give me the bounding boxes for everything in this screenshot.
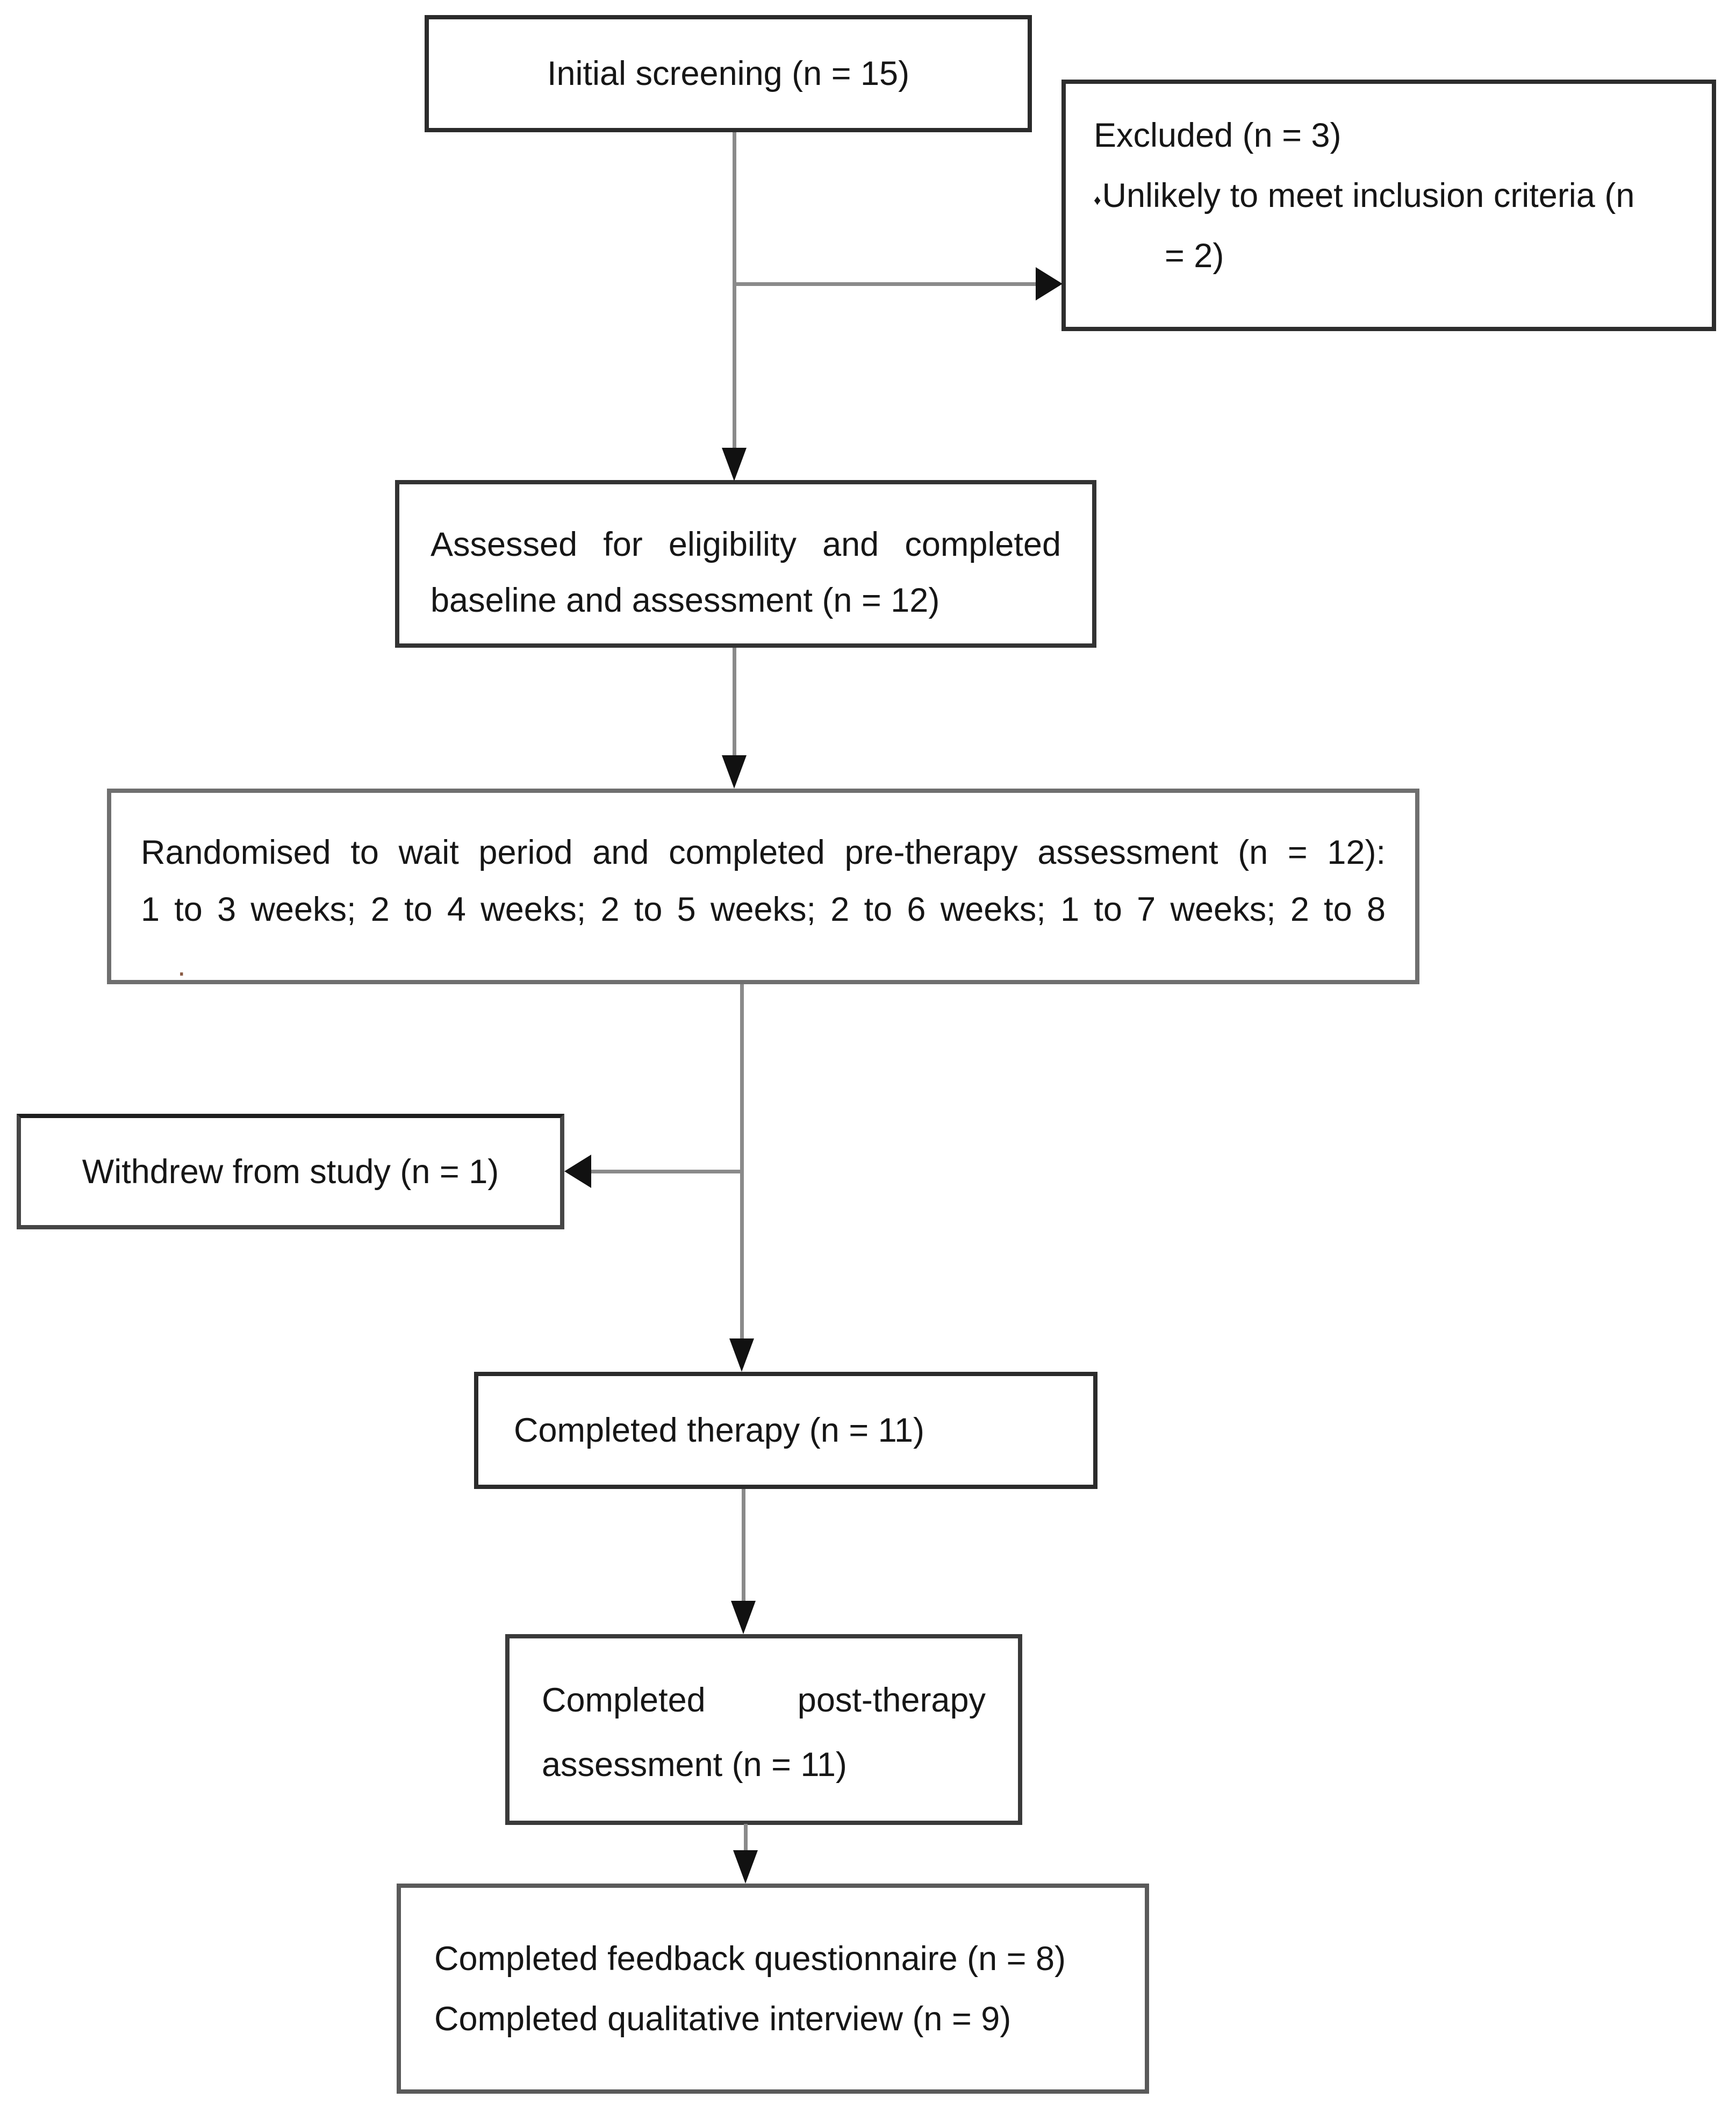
randomised-line1: Randomised to wait period and completed … (141, 834, 1386, 871)
stray-print-mark: . (177, 948, 186, 982)
connector-posttherapy-to-final (744, 1824, 748, 1851)
connector-branch-to-withdrew (590, 1170, 742, 1173)
connector-randomised-to-therapy (740, 984, 744, 1339)
box-initial-screening: Initial screening (n = 15) (425, 15, 1032, 132)
diamond-bullet-icon: ♦ (1094, 191, 1102, 208)
excluded-reason-text: Unlikely to meet inclusion criteria (n (1102, 177, 1635, 214)
arrowhead-down-icon (722, 755, 747, 789)
assessed-line1: Assessed for eligibility and completed (431, 526, 1061, 563)
box-assessed-eligibility: Assessed for eligibility and completed b… (395, 480, 1096, 648)
assessed-line2: baseline and assessment (n = 12) (431, 582, 940, 619)
post-therapy-line2: assessment (n = 11) (542, 1746, 847, 1784)
box-completed-therapy: Completed therapy (n = 11) (474, 1372, 1097, 1489)
connector-therapy-to-posttherapy (742, 1489, 745, 1602)
excluded-reason: ♦Unlikely to meet inclusion criteria (n (1094, 166, 1696, 226)
arrowhead-down-icon (733, 1850, 758, 1884)
arrowhead-right-icon (1036, 267, 1063, 300)
connector-assessed-to-randomised (733, 648, 736, 756)
post-therapy-line1: Completed post-therapy (542, 1681, 986, 1719)
feedback-questionnaire-label: Completed feedback questionnaire (n = 8) (434, 1939, 1066, 1978)
randomised-line2: 1 to 3 weeks; 2 to 4 weeks; 2 to 5 weeks… (141, 891, 1386, 928)
box-withdrew: Withdrew from study (n = 1) (17, 1114, 564, 1229)
connector-initial-to-assessed (733, 132, 736, 449)
excluded-title: Excluded (n = 3) (1094, 117, 1342, 154)
box-randomised-wait-period: Randomised to wait period and completed … (107, 789, 1419, 984)
arrowhead-down-icon (731, 1601, 756, 1634)
box-excluded: Excluded (n = 3) ♦Unlikely to meet inclu… (1061, 80, 1716, 331)
arrowhead-down-icon (722, 448, 747, 481)
box-post-therapy-assessment: Completed post-therapy assessment (n = 1… (505, 1634, 1022, 1825)
initial-screening-label: Initial screening (n = 15) (547, 55, 910, 92)
connector-branch-to-excluded (734, 282, 1042, 286)
arrowhead-down-icon (729, 1338, 754, 1372)
excluded-reason-wrap: = 2) (1165, 237, 1224, 275)
completed-therapy-label: Completed therapy (n = 11) (514, 1412, 924, 1449)
qualitative-interview-label: Completed qualitative interview (n = 9) (434, 2000, 1012, 2038)
arrowhead-left-icon (564, 1155, 591, 1188)
box-final-outcomes: Completed feedback questionnaire (n = 8)… (397, 1884, 1149, 2094)
withdrew-label: Withdrew from study (n = 1) (82, 1152, 499, 1191)
